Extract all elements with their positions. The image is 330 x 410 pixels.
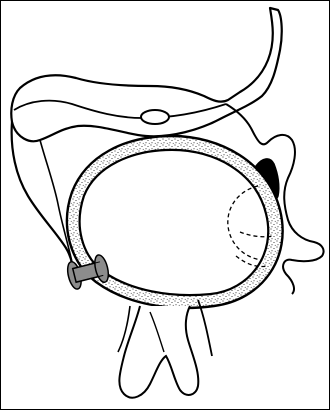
left-inner-rim xyxy=(40,140,72,262)
lower-bone-side xyxy=(198,300,212,356)
foramen-ellipse xyxy=(141,110,169,124)
lower-bone-fragment xyxy=(119,306,198,398)
